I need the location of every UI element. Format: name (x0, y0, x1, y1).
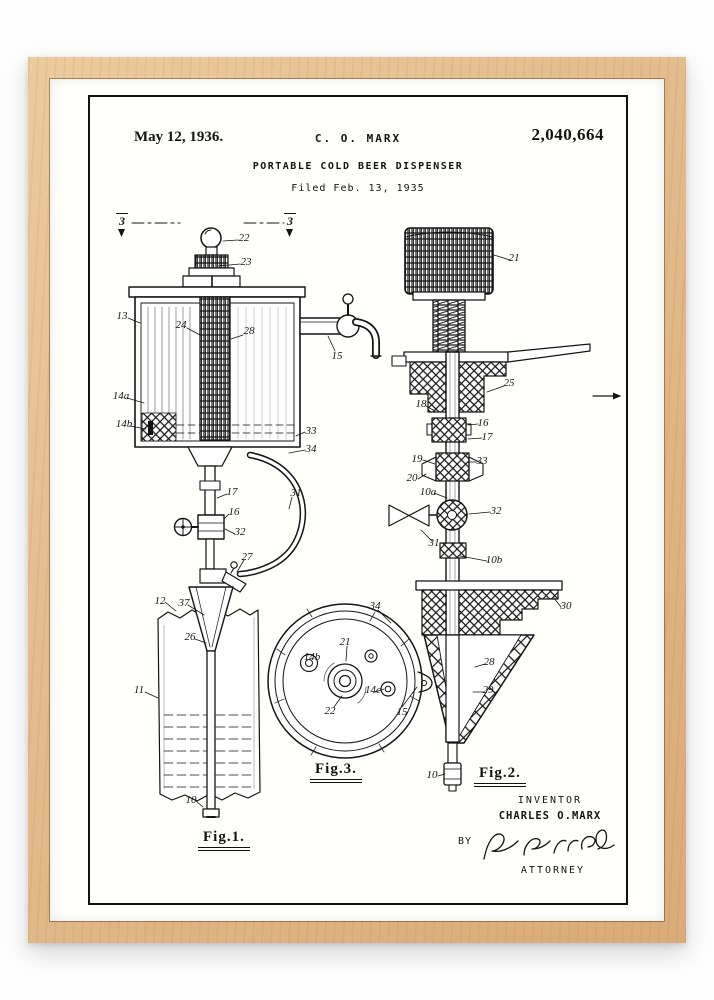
ref-numeral-34: 34 (305, 443, 317, 455)
ref-numeral-33: 33 (305, 425, 317, 437)
ref-numeral-31: 31 (290, 487, 302, 499)
ref-numeral-23: 23 (240, 256, 252, 268)
ref-numeral-11: 11 (133, 684, 145, 696)
poster-paper: May 12, 1936. C. O. MARX 2,040,664 PORTA… (50, 79, 664, 921)
patent-filed: Filed Feb. 13, 1935 (291, 183, 425, 194)
figure-1-drawing (128, 227, 382, 818)
attorney-signature (483, 829, 615, 860)
by-label: BY (458, 836, 473, 847)
ref-numeral-14b: 14b (303, 651, 321, 663)
ref-numeral-17: 17 (226, 486, 238, 498)
ref-numeral-20: 20 (406, 472, 418, 484)
ref-numeral-10b: 10b (485, 554, 503, 566)
ref-numeral-32: 32 (234, 526, 246, 538)
ref-numeral-12: 12 (154, 595, 166, 607)
figure-3-label: Fig.3. (310, 761, 362, 783)
ref-numeral-28: 28 (243, 325, 255, 337)
ref-numeral-15: 15 (331, 350, 343, 362)
drawing-border (88, 95, 628, 905)
attorney-label: ATTORNEY (520, 865, 586, 876)
figure-3-drawing (267, 603, 433, 759)
leader-lines (126, 239, 562, 808)
section-arrow-icon (286, 229, 293, 237)
ref-numeral-17: 17 (481, 431, 493, 443)
ref-numeral-21: 21 (339, 636, 351, 648)
ref-numeral-19: 19 (411, 453, 423, 465)
ref-numeral-14c: 14c (365, 684, 381, 696)
figure-1-label: Fig.1. (198, 829, 250, 851)
section-arrow-icon (118, 229, 125, 237)
patent-author: C. O. MARX (314, 132, 402, 145)
ref-numeral-10: 10 (426, 769, 438, 781)
section-marker: 3 (284, 213, 296, 229)
ref-numeral-13: 13 (116, 310, 128, 322)
ref-numeral-16: 16 (477, 417, 489, 429)
patent-number: 2,040,664 (531, 125, 604, 144)
ref-numeral-18: 18 (415, 398, 427, 410)
patent-drawing (118, 222, 622, 860)
ref-numeral-29: 29 (482, 684, 494, 696)
ref-numeral-10a: 10a (419, 486, 437, 498)
inventor-name: CHARLES O.MARX (498, 810, 602, 822)
picture-frame: May 12, 1936. C. O. MARX 2,040,664 PORTA… (28, 57, 686, 943)
ref-numeral-14b: 14b (115, 418, 133, 430)
ref-numeral-26: 26 (184, 631, 196, 643)
ref-numeral-33: 33 (476, 455, 488, 467)
ref-numeral-14a: 14a (112, 390, 130, 402)
ref-numeral-10: 10 (185, 794, 197, 806)
ref-numeral-31: 31 (428, 537, 440, 549)
ref-numeral-24: 24 (175, 319, 187, 331)
ref-numeral-28: 28 (483, 656, 495, 668)
ref-numeral-21: 21 (508, 252, 520, 264)
inventor-label: INVENTOR (517, 795, 583, 806)
ref-numeral-15: 15 (396, 706, 408, 718)
ref-numeral-27: 27 (241, 551, 253, 563)
ref-numeral-22: 22 (238, 232, 250, 244)
ref-numeral-22: 22 (324, 705, 336, 717)
ref-numeral-34: 34 (369, 600, 381, 612)
figure-2-label: Fig.2. (474, 765, 526, 787)
figure-2-drawing (388, 227, 622, 792)
ref-numeral-25: 25 (503, 377, 515, 389)
patent-date: May 12, 1936. (134, 129, 224, 145)
ref-numeral-30: 30 (560, 600, 572, 612)
section-cut-lines (118, 222, 293, 237)
ref-numeral-16: 16 (228, 506, 240, 518)
ref-numeral-32: 32 (490, 505, 502, 517)
ref-numeral-37: 37 (178, 597, 190, 609)
section-marker: 3 (116, 213, 128, 229)
patent-title: PORTABLE COLD BEER DISPENSER (252, 161, 464, 172)
